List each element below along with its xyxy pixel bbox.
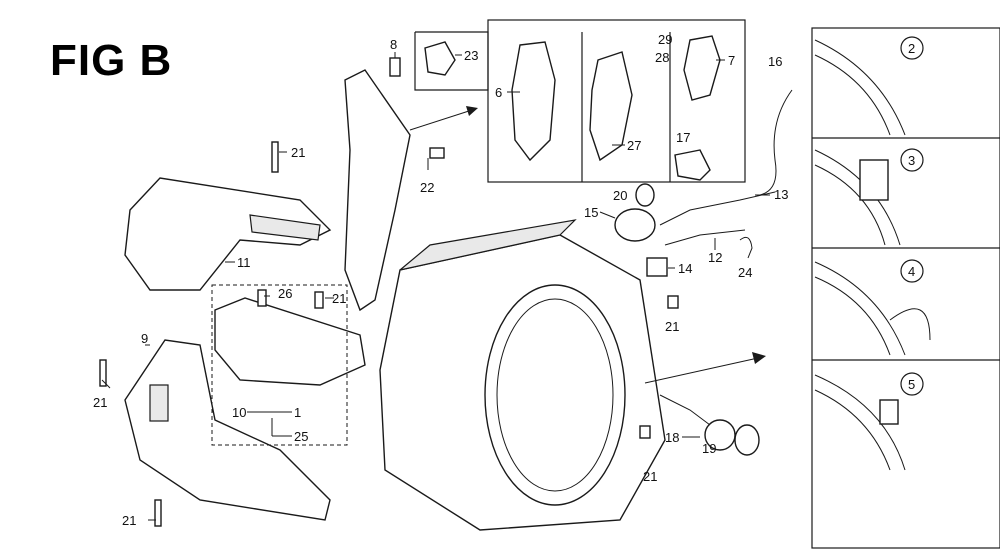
bolt	[639, 425, 651, 439]
figure-title: FIG B	[50, 36, 173, 85]
detail-clip	[879, 399, 899, 425]
detail-label-3: 3	[908, 153, 915, 168]
part-19	[734, 424, 760, 456]
arrowhead	[752, 352, 766, 364]
part-27	[589, 51, 633, 162]
callout-23: 23	[464, 48, 478, 63]
cylinder-cover	[124, 177, 332, 291]
callout-21: 21	[332, 291, 346, 306]
part-23	[424, 41, 456, 76]
detail-arc	[814, 261, 906, 356]
part-6	[511, 41, 556, 162]
callout-7: 7	[728, 53, 735, 68]
callout-10: 10	[232, 405, 246, 420]
callout-21: 21	[643, 469, 657, 484]
callout-21: 21	[291, 145, 305, 160]
callout-19: 19	[702, 441, 716, 456]
shroud-opening	[484, 284, 626, 506]
callout-21: 21	[665, 319, 679, 334]
bolt	[314, 291, 324, 309]
detail-bracket	[859, 159, 889, 201]
callout-26: 26	[278, 286, 292, 301]
arrow-to-detail	[644, 357, 759, 384]
lower-cover	[124, 339, 331, 521]
detail-label-5: 5	[908, 377, 915, 392]
callout-1: 1	[294, 405, 301, 420]
part-18	[704, 419, 736, 451]
bolt	[257, 289, 267, 307]
part-20	[635, 183, 655, 207]
side-plate	[344, 69, 411, 312]
clip-24	[739, 236, 753, 259]
callout-11: 11	[237, 255, 251, 270]
air-guide	[214, 297, 366, 386]
detail-circle-marker	[900, 259, 924, 283]
detail-circle-marker	[900, 148, 924, 172]
wire-harness-12	[664, 229, 746, 246]
callout-20: 20	[613, 188, 627, 203]
wire-16	[759, 89, 793, 196]
detail-arc	[814, 276, 891, 356]
detail-label-2: 2	[908, 41, 915, 56]
part-14	[646, 257, 668, 277]
detail-arc	[814, 389, 891, 471]
bolt	[429, 147, 445, 159]
detail-strip	[811, 27, 1000, 549]
callout-22: 22	[420, 180, 434, 195]
inset-box-parts	[487, 19, 746, 183]
callout-21: 21	[93, 395, 107, 410]
arrow-to-inset	[409, 109, 473, 131]
callout-13: 13	[774, 187, 788, 202]
detail-arc	[814, 54, 891, 136]
callout-9: 9	[141, 331, 148, 346]
detail-arc	[814, 39, 906, 136]
callout-8: 8	[390, 37, 397, 52]
leader-line	[101, 379, 111, 389]
part-17	[674, 149, 711, 181]
callout-12: 12	[708, 250, 722, 265]
bolt	[389, 57, 401, 77]
callout-28: 28	[655, 50, 669, 65]
shroud-opening-rim	[496, 298, 614, 492]
callout-14: 14	[678, 261, 692, 276]
lower-cover-boss	[149, 384, 169, 422]
callout-27: 27	[627, 138, 641, 153]
part-15	[614, 208, 656, 242]
detail-circle-marker	[900, 372, 924, 396]
detail-arc	[814, 374, 906, 471]
bolt	[271, 141, 279, 173]
wire-18	[659, 394, 711, 426]
part-7	[683, 35, 721, 101]
callout-18: 18	[665, 430, 679, 445]
shroud-side	[399, 219, 577, 271]
callout-21: 21	[122, 513, 136, 528]
callout-6: 6	[495, 85, 502, 100]
callout-25: 25	[294, 429, 308, 444]
detail-hose	[889, 308, 931, 341]
bolt	[667, 295, 679, 309]
detail-circle-marker	[900, 36, 924, 60]
callout-17: 17	[676, 130, 690, 145]
leader-line	[599, 211, 616, 219]
bolt	[154, 499, 162, 527]
callout-16: 16	[768, 54, 782, 69]
bolt	[99, 359, 107, 387]
wire-harness-13	[659, 191, 776, 226]
callout-24: 24	[738, 265, 752, 280]
cover-fin	[249, 214, 321, 241]
detail-label-4: 4	[908, 264, 915, 279]
callout-15: 15	[584, 205, 598, 220]
arrowhead	[466, 106, 478, 116]
callout-29: 29	[658, 32, 672, 47]
